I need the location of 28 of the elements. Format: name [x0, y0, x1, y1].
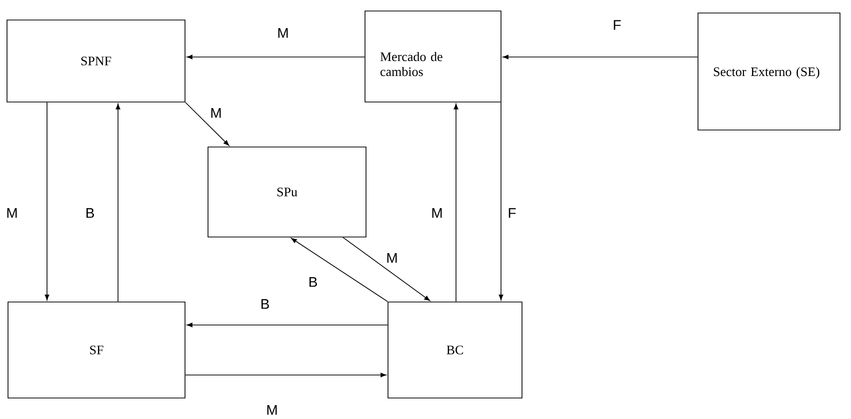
- arrow: [185, 372, 386, 378]
- arrow: [186, 54, 365, 60]
- arrow: [116, 104, 120, 302]
- label-box: BC: [388, 302, 522, 398]
- arrow: [186, 322, 388, 328]
- edge-label: M: [5, 207, 19, 219]
- label-box: Mercado de cambios: [364, 10, 502, 102]
- arrow: [185, 102, 230, 146]
- arrow: [502, 54, 698, 60]
- edge-label: M: [276, 27, 290, 39]
- edge-label: F: [506, 207, 518, 219]
- edge-label: B: [259, 298, 271, 310]
- edge-label: M: [209, 107, 223, 119]
- label-box: Sector Externo (SE): [698, 12, 840, 130]
- edge-label: B: [84, 207, 96, 219]
- arrow: [342, 236, 430, 301]
- arrow: [44, 102, 50, 300]
- edge-label: B: [307, 276, 319, 288]
- edge-label: F: [612, 19, 622, 31]
- edge-label: M: [430, 207, 444, 219]
- arrow: [291, 238, 388, 302]
- label-box: SPu: [208, 146, 366, 238]
- label-box: SF: [8, 302, 186, 398]
- arrow: [498, 102, 504, 300]
- arrow: [454, 104, 458, 302]
- label-box: SPNF: [6, 20, 186, 102]
- edge-label: M: [265, 404, 279, 416]
- edge-label: M: [385, 252, 399, 264]
